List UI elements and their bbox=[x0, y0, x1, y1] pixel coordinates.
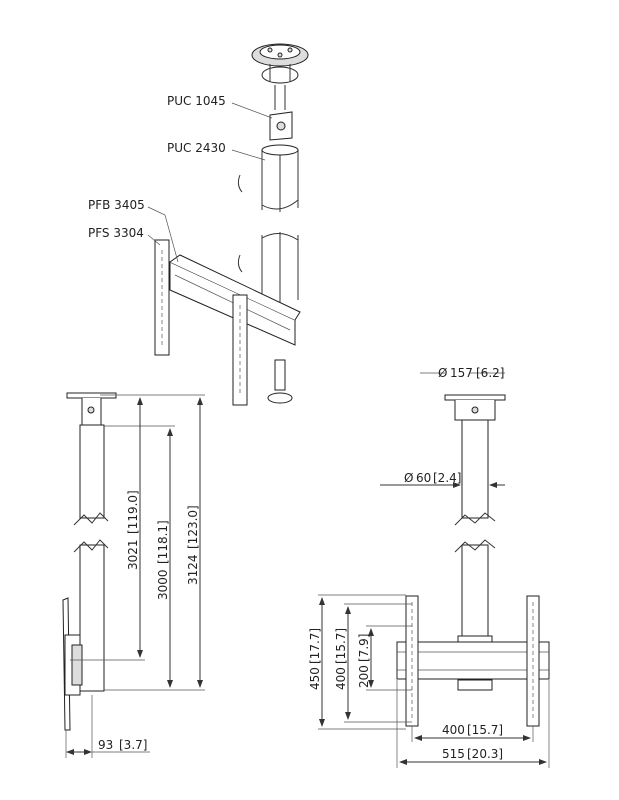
svg-text:[119.0]: [119.0] bbox=[126, 490, 140, 534]
svg-text:[118.1]: [118.1] bbox=[156, 520, 170, 564]
svg-text:3021: 3021 bbox=[126, 539, 140, 570]
callout-pfs-3304: PFS 3304 bbox=[88, 226, 144, 240]
front-pole-lower bbox=[461, 544, 489, 641]
svg-text:[15.7]: [15.7] bbox=[467, 723, 503, 737]
dim-400-vertical: 400 [15.7] bbox=[334, 628, 348, 690]
svg-text:[17.7]: [17.7] bbox=[308, 628, 322, 664]
dim-3000: 3000 [118.1] bbox=[156, 520, 170, 600]
svg-text:60: 60 bbox=[416, 471, 431, 485]
puc-1045-clamp bbox=[269, 111, 293, 141]
callout-leaders bbox=[147, 102, 273, 263]
svg-text:93: 93 bbox=[98, 738, 113, 752]
svg-text:450: 450 bbox=[308, 667, 322, 690]
base-clamp bbox=[267, 359, 293, 404]
svg-text:400: 400 bbox=[442, 723, 465, 737]
svg-text:400: 400 bbox=[334, 667, 348, 690]
puc-2430-pole bbox=[237, 144, 299, 305]
svg-text:[123.0]: [123.0] bbox=[186, 505, 200, 549]
callout-puc-2430: PUC 2430 bbox=[167, 141, 226, 155]
callout-pfb-3405: PFB 3405 bbox=[88, 198, 145, 212]
dim-515: 515 [20.3] bbox=[442, 747, 503, 761]
pfs-3304-bracket-right bbox=[232, 294, 248, 406]
svg-text:Ø: Ø bbox=[404, 471, 413, 485]
dim-plate-diameter: Ø 157 [6.2] bbox=[438, 366, 504, 380]
dim-450: 450 [17.7] bbox=[308, 628, 322, 690]
svg-text:3000: 3000 bbox=[156, 569, 170, 600]
dim-pole-diameter: Ø 60 [2.4] bbox=[404, 471, 461, 485]
pfs-3304-bracket-left bbox=[154, 239, 170, 356]
svg-text:3124: 3124 bbox=[186, 554, 200, 585]
front-ceiling-plate bbox=[444, 394, 506, 401]
side-pole-upper bbox=[79, 424, 105, 519]
svg-text:157: 157 bbox=[450, 366, 473, 380]
svg-text:200: 200 bbox=[357, 665, 371, 688]
side-pole-lower bbox=[79, 544, 105, 692]
dim-3021: 3021 [119.0] bbox=[126, 490, 140, 570]
svg-text:[3.7]: [3.7] bbox=[119, 738, 147, 752]
dim-200: 200 [7.9] bbox=[357, 634, 371, 688]
svg-text:Ø: Ø bbox=[438, 366, 447, 380]
callout-puc-1045: PUC 1045 bbox=[167, 94, 226, 108]
svg-text:[2.4]: [2.4] bbox=[433, 471, 461, 485]
front-view: Ø 157 [6.2] Ø 60 [2.4] 450 [17.7] 400 [1… bbox=[308, 366, 550, 768]
svg-text:[6.2]: [6.2] bbox=[476, 366, 504, 380]
svg-text:515: 515 bbox=[442, 747, 465, 761]
dim-3124: 3124 [123.0] bbox=[186, 505, 200, 585]
svg-text:[15.7]: [15.7] bbox=[334, 628, 348, 664]
side-ceiling-plate bbox=[66, 392, 117, 399]
side-view: 3021 [119.0] 3000 [118.1] 3124 [123.0] 9… bbox=[62, 392, 205, 758]
dim-400-horizontal: 400 [15.7] bbox=[442, 723, 503, 737]
front-pole-upper bbox=[461, 419, 489, 519]
front-crossbar bbox=[396, 641, 550, 680]
svg-text:[7.9]: [7.9] bbox=[357, 634, 371, 662]
exploded-view: PUC 1045 PUC 2430 PFB 3405 PFS 3304 bbox=[88, 43, 309, 406]
dim-93: 93 [3.7] bbox=[98, 738, 147, 752]
svg-text:[20.3]: [20.3] bbox=[467, 747, 503, 761]
ceiling-plate bbox=[251, 43, 309, 110]
